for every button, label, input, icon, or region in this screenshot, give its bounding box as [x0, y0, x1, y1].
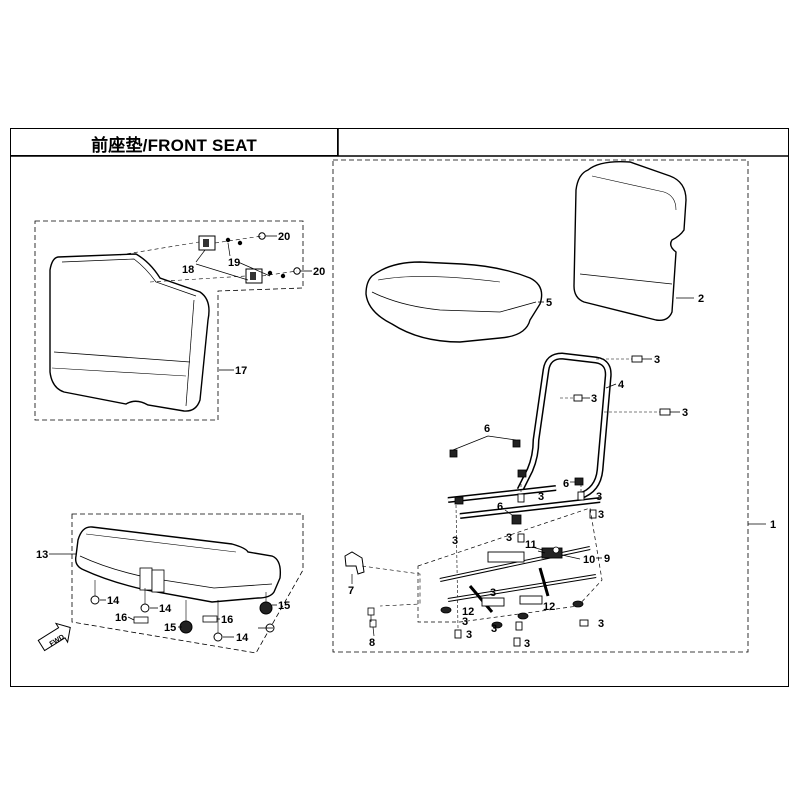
callout-3: 3 [682, 407, 688, 419]
backrest-cover-group [34, 220, 312, 421]
callout-16: 16 [221, 614, 233, 626]
callout-3: 3 [591, 393, 597, 405]
callout-6: 6 [563, 478, 569, 490]
callout-4: 4 [618, 379, 625, 391]
callout-20: 20 [313, 266, 325, 278]
callout-labels: 1 2 3 3 3 3 3 3 3 3 3 3 3 3 3 3 4 5 6 6 … [36, 231, 776, 650]
callout-6: 6 [497, 501, 503, 513]
callout-12: 12 [462, 606, 474, 618]
callout-12: 12 [543, 601, 555, 613]
callout-1: 1 [770, 519, 776, 531]
callout-14: 14 [159, 603, 172, 615]
callout-3: 3 [654, 354, 660, 366]
callout-13: 13 [36, 549, 48, 561]
callout-19: 19 [228, 257, 240, 269]
callout-3: 3 [596, 491, 602, 503]
callout-3: 3 [506, 532, 512, 544]
callout-3: 3 [524, 638, 530, 650]
callout-3: 3 [491, 623, 497, 635]
callout-3: 3 [490, 587, 496, 599]
fwd-arrow-icon [37, 622, 71, 652]
seat-cushion-group [37, 513, 304, 654]
callout-3: 3 [466, 629, 472, 641]
callout-3: 3 [452, 535, 458, 547]
callout-14: 14 [107, 595, 120, 607]
seat-assembly-group [332, 159, 766, 653]
diagram-frame [10, 128, 789, 687]
callout-17: 17 [235, 365, 247, 377]
callout-8: 8 [369, 637, 375, 649]
callout-3: 3 [598, 509, 604, 521]
page-title: 前座垫/FRONT SEAT [91, 136, 257, 155]
callout-15: 15 [278, 600, 290, 612]
callout-3: 3 [598, 618, 604, 630]
callout-7: 7 [348, 585, 354, 597]
callout-5: 5 [546, 297, 552, 309]
callout-11: 11 [525, 539, 537, 551]
callout-6: 6 [484, 423, 490, 435]
callout-20: 20 [278, 231, 290, 243]
callout-2: 2 [698, 293, 704, 305]
callout-15: 15 [164, 622, 176, 634]
callout-10: 10 [583, 554, 595, 566]
callout-14: 14 [236, 632, 249, 644]
callout-3: 3 [538, 491, 544, 503]
callout-3: 3 [462, 616, 468, 628]
callout-18: 18 [182, 264, 194, 276]
callout-16: 16 [115, 612, 127, 624]
callout-9: 9 [604, 553, 610, 565]
